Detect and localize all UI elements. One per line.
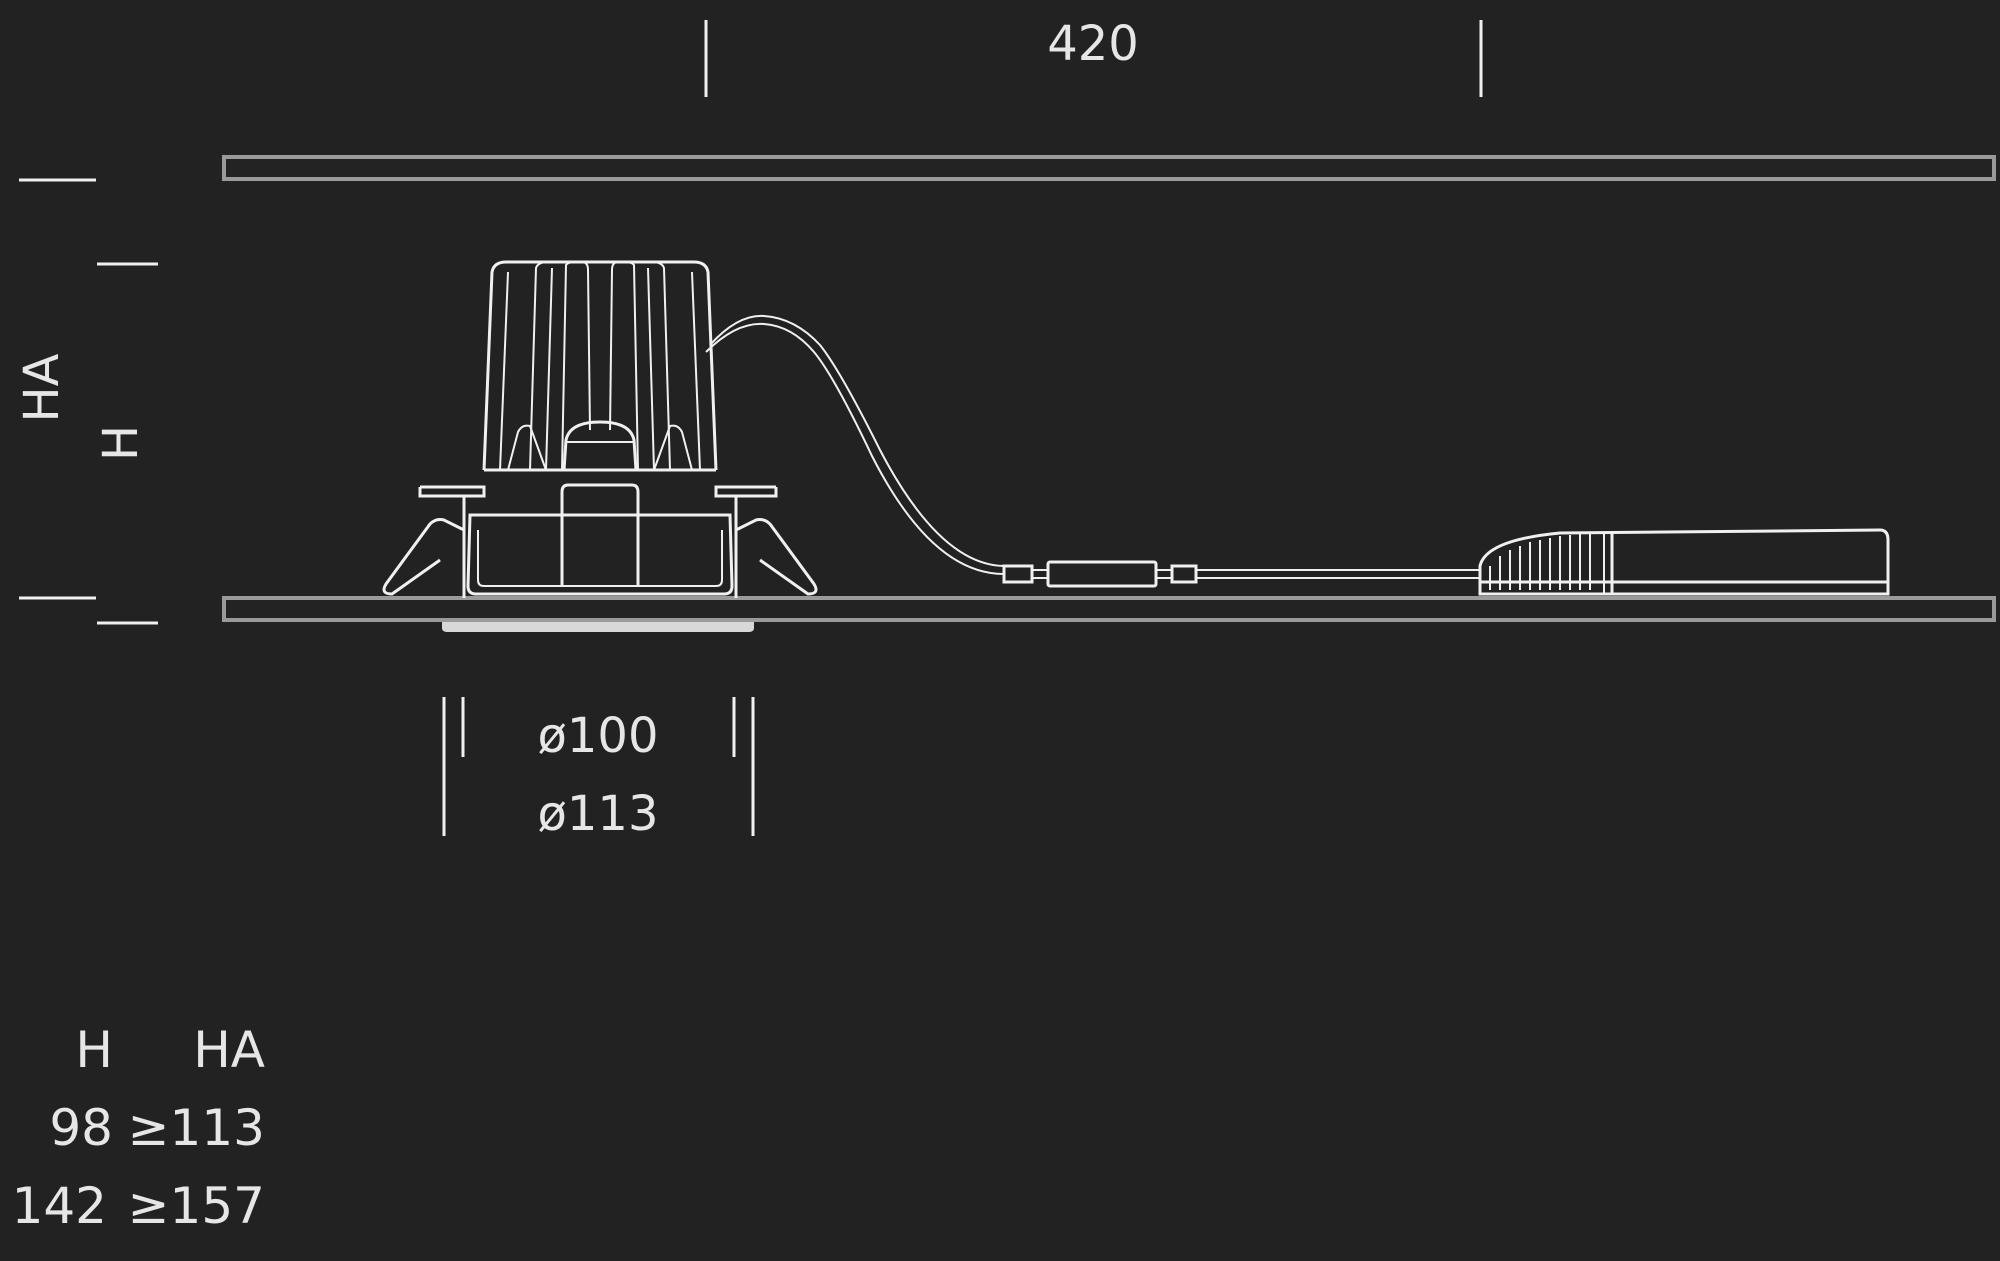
- cable-connector-body: [1046, 560, 1158, 588]
- mounting-flange-left-lower: [418, 487, 478, 498]
- inner-diameter-label: ø100: [538, 708, 659, 764]
- reflector-center-right: [568, 483, 640, 586]
- heatsink-fin: [647, 267, 655, 471]
- mounting-flange-right-lower: [722, 487, 778, 498]
- housing-detail-left: [507, 424, 547, 471]
- spring-clip-left: [382, 518, 465, 596]
- led-driver: [1478, 528, 1890, 596]
- upper-ceiling-board: [222, 155, 1996, 181]
- reflector-inner: [477, 530, 723, 587]
- h-dimension: H: [93, 262, 158, 625]
- width-dim-label: 420: [1047, 16, 1139, 72]
- downlight-luminaire: [382, 260, 818, 632]
- driver-housing-center: [562, 420, 638, 471]
- cable-upper-strand: [709, 314, 1005, 567]
- table-row-1-ha: ≥113: [128, 1099, 265, 1157]
- heatsink-fin: [609, 261, 639, 471]
- ha-dim-label: HA: [14, 353, 70, 422]
- spring-clip-right: [735, 518, 818, 596]
- heatsink-fin: [529, 261, 549, 471]
- table-header-ha: HA: [193, 1021, 265, 1079]
- mounting-flange-left: [420, 485, 486, 512]
- heatsink-fin: [561, 261, 591, 471]
- heatsink-outline: [482, 260, 718, 471]
- table-header-h: H: [75, 1021, 113, 1079]
- trim-ring: [442, 622, 754, 632]
- heatsink-fin: [651, 261, 671, 471]
- heatsink-fin: [499, 271, 509, 471]
- housing-detail-right: [653, 424, 693, 471]
- table-row-2-ha: ≥157: [128, 1177, 265, 1235]
- width-dimension: 420: [704, 16, 1483, 97]
- cable-connector-right: [1170, 564, 1198, 584]
- reflector-body: [466, 513, 734, 596]
- heatsink-fin: [691, 271, 701, 471]
- outer-diameter-label: ø113: [538, 786, 659, 842]
- diameter-dimensions: ø100 ø113: [442, 697, 755, 842]
- table-row-2-h: 142: [12, 1177, 107, 1235]
- h-dim-label: H: [93, 425, 149, 461]
- driver-cooling-ribs: [1489, 533, 1591, 590]
- dimension-table: H HA 98 ≥113 142 ≥157: [12, 1021, 265, 1235]
- heatsink-fin: [545, 267, 553, 471]
- table-row-1-h: 98: [49, 1099, 113, 1157]
- mounting-flange-right: [714, 485, 776, 512]
- lower-ceiling-board: [222, 596, 1996, 622]
- ha-dimension: HA: [14, 178, 96, 600]
- driver-housing: [1478, 528, 1890, 596]
- cable-lower-strand: [705, 322, 1005, 575]
- cable-connector-left: [1002, 564, 1034, 584]
- reflector-center-left: [560, 483, 569, 586]
- power-cable: [705, 314, 1480, 588]
